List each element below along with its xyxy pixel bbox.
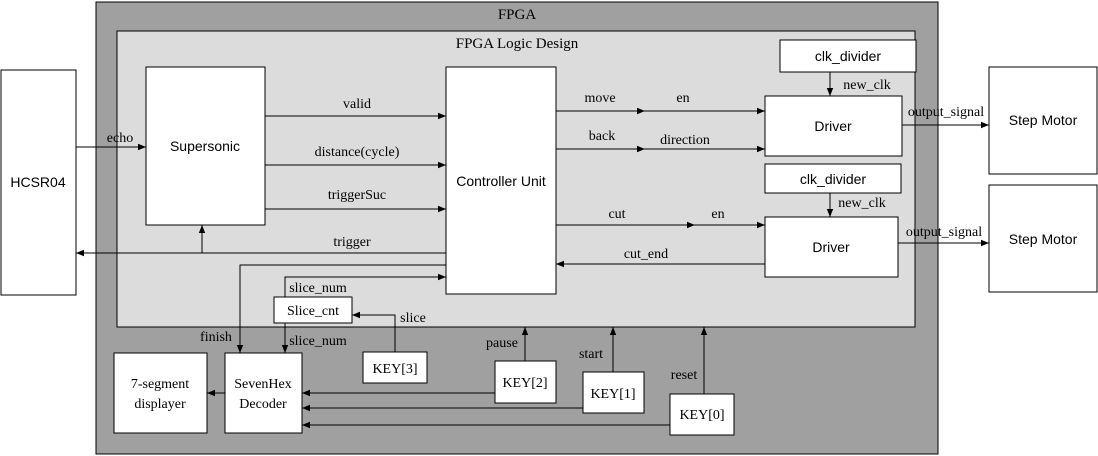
echo-label: echo <box>107 131 133 146</box>
key0-label: KEY[0] <box>679 408 724 423</box>
key1-label: KEY[1] <box>590 387 635 402</box>
controller-block: Controller Unit <box>445 66 557 295</box>
en-2-label: en <box>711 207 724 222</box>
seven-hex-label-1: SevenHex <box>234 377 292 392</box>
slice-cnt-block: Slice_cnt <box>273 296 353 324</box>
key2-block: KEY[2] <box>494 360 557 404</box>
key1-block: KEY[1] <box>582 371 645 414</box>
slice-num-1-label: slice_num <box>289 281 347 296</box>
supersonic-block: Supersonic <box>145 66 266 226</box>
new-clk-1-label: new_clk <box>843 78 890 93</box>
output-signal-1-label: output_signal <box>908 105 984 120</box>
reset-label: reset <box>671 368 698 383</box>
pause-label: pause <box>486 336 518 351</box>
hcsr04-block: HCSR04 <box>0 69 77 296</box>
direction-label: direction <box>660 133 710 148</box>
step-motor-2-block: Step Motor <box>988 184 1098 293</box>
slice-num-1-arrow <box>284 273 446 297</box>
seven-hex-label-2: Decoder <box>239 397 287 412</box>
cut-end-label: cut_end <box>624 247 668 262</box>
driver-2-label: Driver <box>812 239 850 255</box>
slice-arrow <box>352 311 396 352</box>
driver-1-label: Driver <box>814 118 852 134</box>
step-motor-2-label: Step Motor <box>1009 231 1078 247</box>
move-label: move <box>584 91 615 106</box>
distance-label: distance(cycle) <box>315 145 400 160</box>
finish-label: finish <box>200 330 232 345</box>
cut-label: cut <box>608 207 625 222</box>
logic-title: FPGA Logic Design <box>456 36 579 52</box>
controller-label: Controller Unit <box>456 173 546 189</box>
valid-label: valid <box>343 97 371 112</box>
supersonic-label: Supersonic <box>170 138 240 154</box>
key3-label: KEY[3] <box>372 362 417 377</box>
slice-label: slice <box>400 311 426 326</box>
clk-divider-2-block: clk_divider <box>764 163 902 194</box>
driver-2-block: Driver <box>764 216 899 278</box>
seven-segment-block: 7-segment displayer <box>113 352 208 434</box>
en-1-label: en <box>676 91 689 106</box>
key0-block: KEY[0] <box>669 393 735 436</box>
trigger-suc-label: triggerSuc <box>328 188 386 203</box>
seven-hex-decoder-block: SevenHex Decoder <box>224 352 303 434</box>
fpga-title: FPGA <box>498 7 537 23</box>
seven-segment-label-2: displayer <box>134 397 186 412</box>
clk-divider-1-block: clk_divider <box>779 39 917 73</box>
key2-label: KEY[2] <box>502 376 547 391</box>
clk-divider-1-label: clk_divider <box>815 48 881 64</box>
key3-block: KEY[3] <box>362 351 428 384</box>
output-signal-2-label: output_signal <box>906 225 982 240</box>
trigger-label: trigger <box>333 235 371 250</box>
driver-1-block: Driver <box>764 95 903 157</box>
back-label: back <box>589 129 615 144</box>
slice-num-2-label: slice_num <box>289 334 347 349</box>
step-motor-1-block: Step Motor <box>988 66 1098 175</box>
new-clk-2-label: new_clk <box>838 196 885 211</box>
clk-divider-2-label: clk_divider <box>800 171 866 187</box>
step-motor-1-label: Step Motor <box>1009 112 1078 128</box>
seven-segment-label-1: 7-segment <box>131 377 189 392</box>
hcsr04-label: HCSR04 <box>10 174 65 190</box>
slice-cnt-label: Slice_cnt <box>287 304 339 319</box>
finish-arrow <box>236 264 446 353</box>
start-label: start <box>579 347 603 362</box>
